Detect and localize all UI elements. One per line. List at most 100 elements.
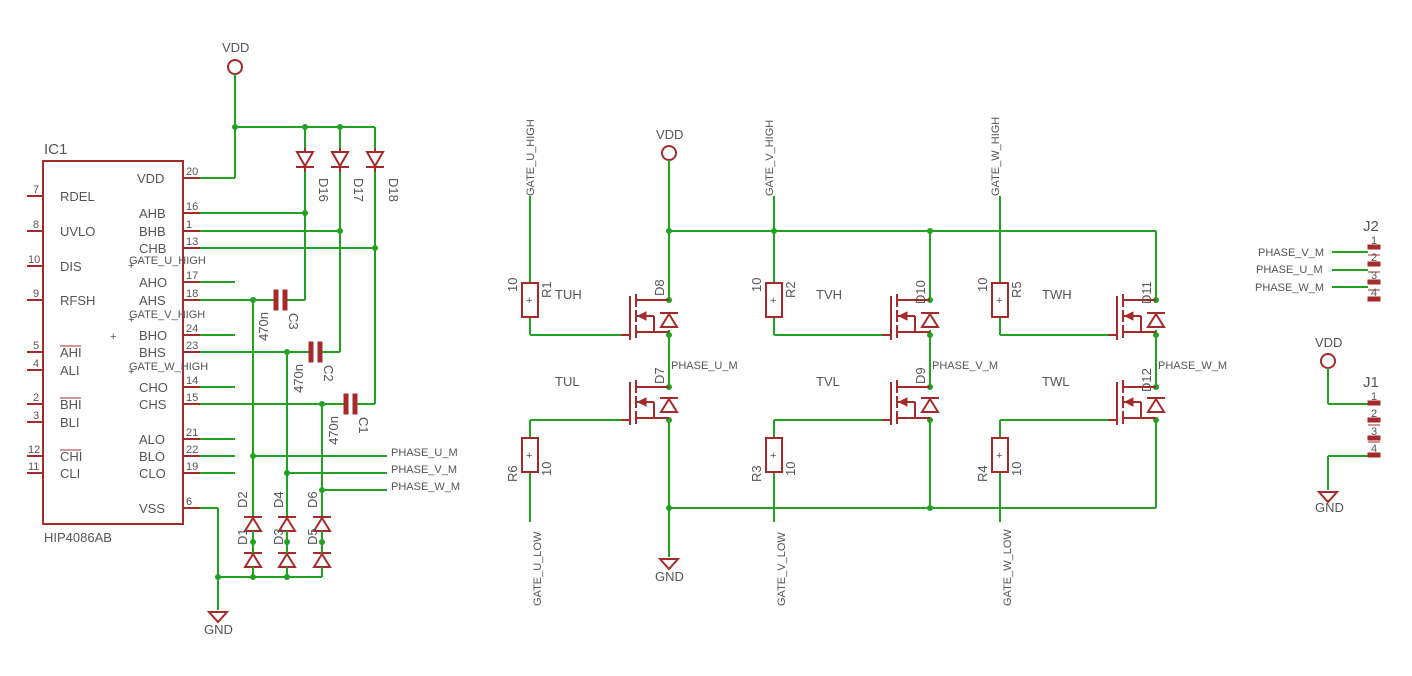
diode-label: D1 [235, 528, 250, 545]
diode-label: D5 [305, 528, 320, 545]
plus-mark: + [996, 295, 1002, 307]
ic1-value: HIP4086AB [44, 530, 112, 545]
res-value: 10 [783, 462, 798, 476]
pin-num: 5 [33, 340, 39, 352]
pin-num: 6 [186, 496, 192, 508]
net-label: PHASE_U_M [1256, 264, 1323, 276]
mosfet-tvl: TVL D9 [816, 367, 940, 425]
pin-num: 18 [186, 288, 198, 300]
pin-label: BHS [139, 345, 166, 360]
diode-label: D18 [386, 178, 401, 202]
pin-num: 16 [186, 201, 198, 213]
plus-mark: + [526, 450, 532, 462]
res-value: 10 [749, 278, 764, 292]
diode-label: D6 [305, 491, 320, 508]
vdd-symbol [661, 145, 677, 161]
net-label: GATE_U_HIGH [129, 255, 206, 267]
pin-label: CLI [60, 466, 80, 481]
cap-name: C3 [286, 313, 301, 330]
net-label: PHASE_V_M [391, 464, 457, 476]
net-label: GATE_W_HIGH [990, 117, 1002, 196]
net-label: GATE_U_LOW [532, 531, 544, 606]
net-label: GATE_W_LOW [1002, 529, 1014, 606]
pin-num: 15 [186, 392, 198, 404]
pin-label: VSS [139, 501, 165, 516]
pin-num: 2 [33, 392, 39, 404]
pin-label: CHI [60, 449, 82, 464]
pin-label: ALO [139, 432, 165, 447]
cap-value: 470n [256, 312, 271, 341]
pin-label: AHI [60, 345, 82, 360]
pin-num: 21 [186, 427, 198, 439]
pin-label: CHS [139, 397, 167, 412]
plus-mark: + [996, 450, 1002, 462]
mosfet-twh: TWH D11 [1042, 281, 1166, 340]
pin-num: 11 [28, 461, 39, 473]
pin-label: DIS [60, 259, 82, 274]
diode-label: D2 [235, 491, 250, 508]
gnd-symbol [1316, 491, 1340, 504]
driver-wiring: VDD D16 D17 D18 [200, 40, 460, 637]
pin-num: 24 [186, 323, 198, 335]
capacitors: C3 470n C2 470n C1 470n [256, 289, 371, 445]
pin-label: BHI [60, 397, 82, 412]
net-label: PHASE_W_M [1158, 360, 1227, 372]
res-name: R6 [505, 465, 520, 482]
pin-num: 1 [1371, 391, 1377, 403]
pin-label: AHO [139, 275, 167, 290]
net-label: PHASE_V_M [932, 360, 998, 372]
cap-name: C2 [321, 365, 336, 382]
pin-num: 2 [1371, 408, 1377, 420]
plus-mark: + [770, 295, 776, 307]
ic1-body [42, 160, 184, 525]
plus-mark: + [110, 331, 116, 343]
cap-name: C1 [356, 417, 371, 434]
vdd-label: VDD [656, 127, 683, 142]
diode-label: D9 [913, 367, 928, 384]
plus-mark: + [770, 450, 776, 462]
net-label: PHASE_V_M [1258, 247, 1324, 259]
pin-label: CHB [139, 241, 166, 256]
net-label: PHASE_W_M [391, 481, 460, 493]
pin-label: RFSH [60, 293, 95, 308]
pin-label: ALI [60, 363, 80, 378]
cap-value: 470n [291, 364, 306, 393]
pin-label: CLO [139, 466, 166, 481]
clamp-diodes: D2 D4 D6 D1 D3 D5 [235, 491, 332, 568]
pin-num: 20 [186, 166, 198, 178]
mosfets: TUH D8 TUL D7 [555, 279, 1166, 425]
pin-label: CHO [139, 380, 168, 395]
net-label: GATE_V_HIGH [764, 120, 776, 196]
mosfet-tvh: TVH D10 [816, 280, 940, 340]
res-name: R4 [975, 465, 990, 482]
diode-label: D10 [913, 280, 928, 304]
plus-mark: + [526, 295, 532, 307]
mosfet-label: TWL [1042, 374, 1069, 389]
diode-label: D8 [652, 279, 667, 296]
pin-num: 12 [28, 444, 40, 456]
connector-name: J2 [1363, 218, 1379, 235]
mosfet-label: TVL [816, 374, 840, 389]
resistors: + R1 10 + R2 10 + R5 10 + R6 10 + R3 10 … [505, 278, 1024, 482]
ic1-name: IC1 [44, 141, 67, 158]
gnd-label: GND [655, 569, 684, 584]
res-name: R5 [1009, 281, 1024, 298]
mosfet-label: TUH [555, 287, 582, 302]
res-value: 10 [975, 278, 990, 292]
pin-num: 3 [1371, 426, 1377, 438]
res-value: 10 [505, 278, 520, 292]
pin-num: 1 [1371, 235, 1377, 247]
pin-num: 1 [186, 219, 192, 231]
gnd-symbol [657, 558, 681, 571]
pin-label: BLI [60, 415, 80, 430]
gnd-label: GND [204, 622, 233, 637]
net-label: GATE_W_HIGH [129, 361, 208, 373]
pin-num: 10 [28, 254, 40, 266]
power-bridge: VDD GND PHASE_U_M PHASE_V_M [505, 117, 1227, 606]
res-name: R1 [539, 281, 554, 298]
vdd-symbol [1320, 353, 1336, 369]
pin-num: 9 [33, 288, 39, 300]
diode-label: D3 [271, 528, 286, 545]
pin-num: 22 [186, 444, 198, 456]
pin-label: UVLO [60, 224, 95, 239]
